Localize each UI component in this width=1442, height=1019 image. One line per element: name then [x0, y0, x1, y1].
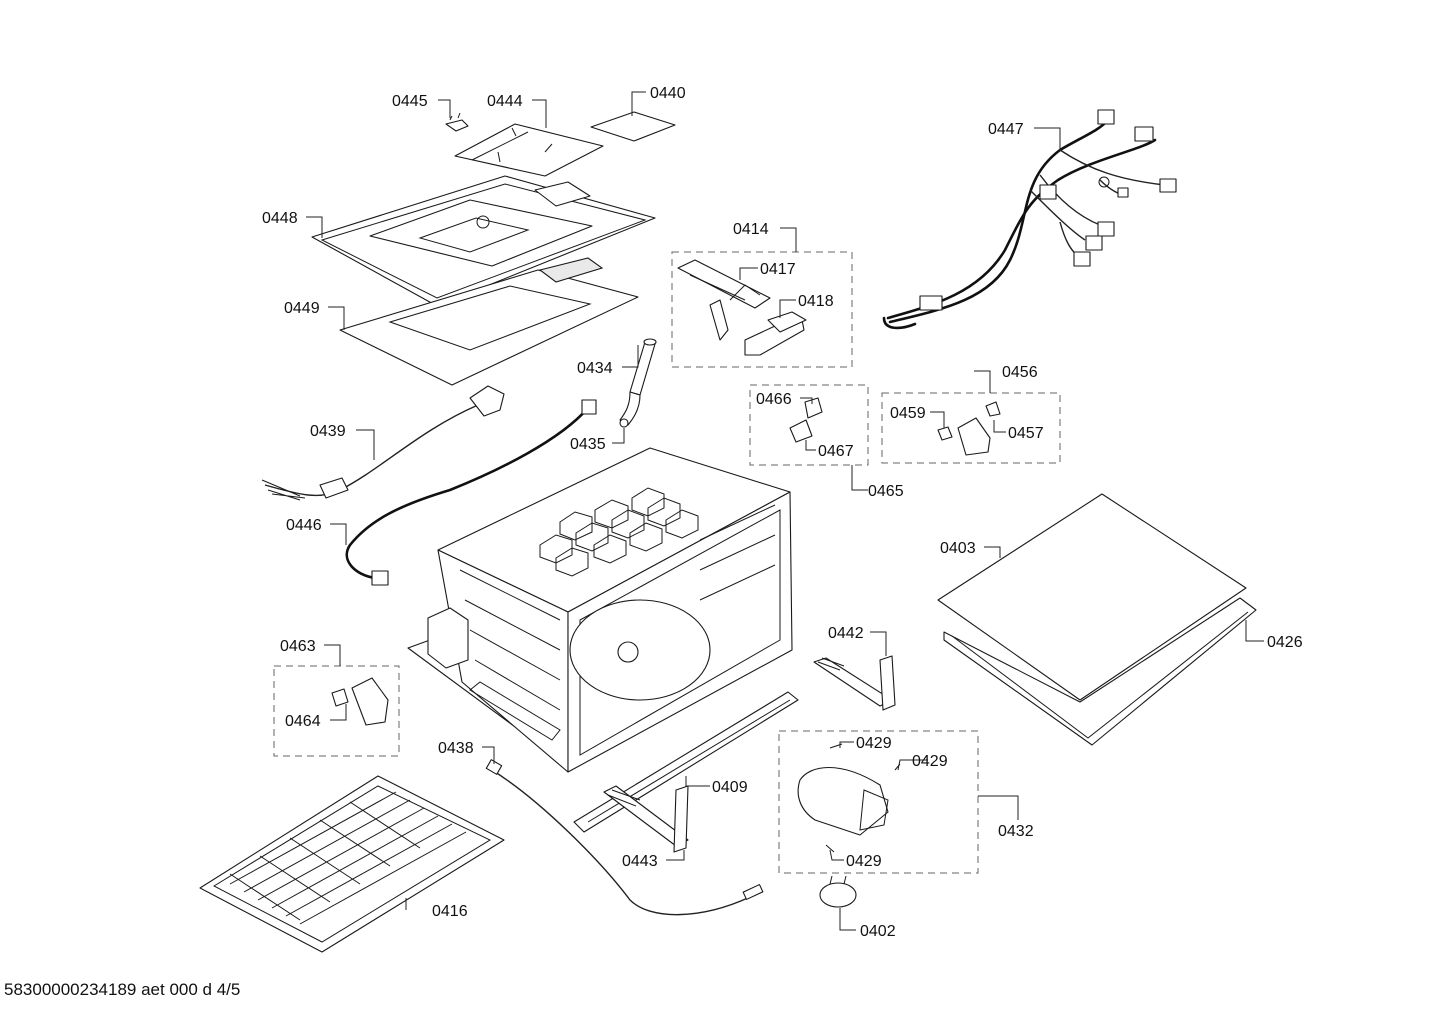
label-0409: 0409	[712, 779, 748, 796]
label-0432: 0432	[998, 823, 1034, 840]
label-0416: 0416	[432, 903, 468, 920]
label-0402: 0402	[860, 923, 896, 940]
part-0440-pad	[590, 111, 676, 142]
oven-cavity	[407, 447, 793, 773]
label-0464: 0464	[285, 713, 321, 730]
label-0438: 0438	[438, 740, 474, 757]
part-0435-elbow	[619, 391, 641, 428]
label-0403: 0403	[940, 540, 976, 557]
label-0414: 0414	[733, 221, 769, 238]
part-0442-hinge	[813, 655, 896, 711]
label-0465: 0465	[868, 483, 904, 500]
label-0442: 0442	[828, 625, 864, 642]
part-0448-top-panel	[311, 175, 656, 307]
label-0446: 0446	[286, 517, 322, 534]
group-0465	[749, 384, 869, 466]
part-0426-glass-frame	[943, 597, 1257, 746]
part-0444-plate	[454, 123, 604, 177]
label-0439: 0439	[310, 423, 346, 440]
label-0449: 0449	[284, 300, 320, 317]
part-labels: 0445 0444 0440 0447 0448 0414 0417 0418 …	[262, 85, 1303, 940]
label-0429-top: 0429	[856, 735, 892, 752]
label-0429-bottom: 0429	[846, 853, 882, 870]
part-0439-power-cable	[261, 385, 505, 501]
part-0402-motor	[819, 875, 857, 908]
label-0466: 0466	[756, 391, 792, 408]
label-0443: 0443	[622, 853, 658, 870]
label-0434: 0434	[577, 360, 613, 377]
part-0445-clip	[445, 112, 469, 132]
label-0444: 0444	[487, 93, 523, 110]
label-0435: 0435	[570, 436, 606, 453]
label-0447: 0447	[988, 121, 1024, 138]
label-0463: 0463	[280, 638, 316, 655]
label-0429-right: 0429	[912, 753, 948, 770]
drawing-reference-footer: 58300000234189 aet 000 d 4/5	[4, 980, 241, 999]
label-0445: 0445	[392, 93, 428, 110]
part-0416-rack	[199, 775, 505, 953]
group-0463	[273, 665, 400, 757]
part-0443-hinge	[603, 785, 689, 853]
label-0440: 0440	[650, 85, 686, 102]
label-0448: 0448	[262, 210, 298, 227]
label-0457: 0457	[1008, 425, 1044, 442]
group-0456	[881, 392, 1061, 464]
label-0426: 0426	[1267, 634, 1303, 651]
label-0459: 0459	[890, 405, 926, 422]
group-0432-motor	[778, 730, 979, 874]
part-0446-harness	[345, 399, 597, 586]
part-0403-glass	[937, 493, 1247, 701]
leader-lines	[306, 91, 1264, 931]
label-0456: 0456	[1002, 364, 1038, 381]
part-0449-insulation-mat	[339, 257, 639, 386]
group-0414-brackets	[671, 251, 853, 368]
connector-icon	[1097, 109, 1115, 125]
label-0418: 0418	[798, 293, 834, 310]
part-0438-probe	[485, 759, 764, 916]
label-0417: 0417	[760, 261, 796, 278]
part-0447-wiring-harness	[882, 109, 1177, 330]
label-0467: 0467	[818, 443, 854, 460]
